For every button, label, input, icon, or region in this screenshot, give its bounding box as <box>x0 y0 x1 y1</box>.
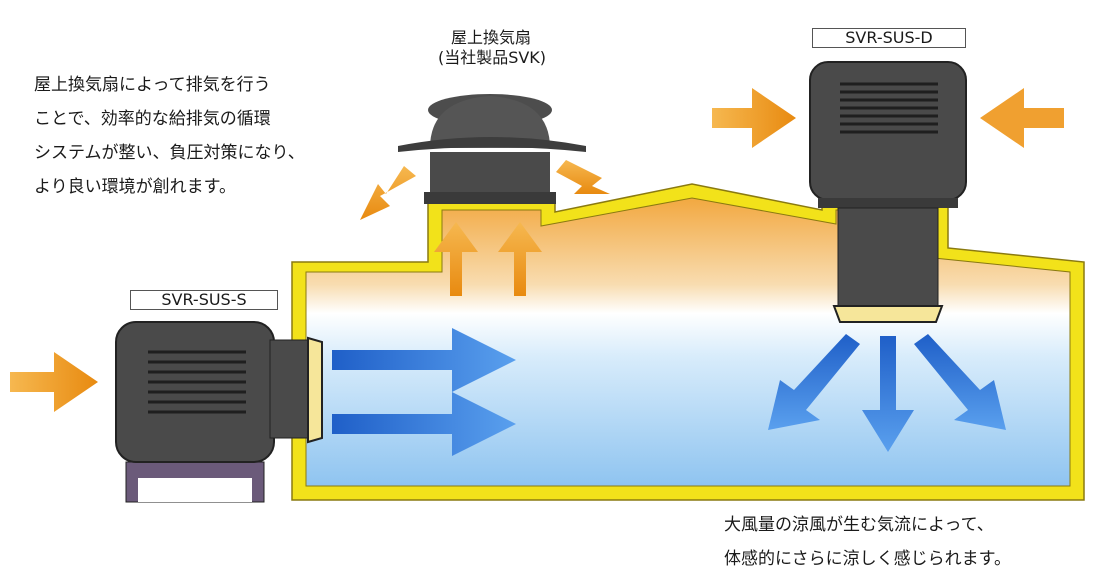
exhaust-arrow-right <box>556 160 610 194</box>
rising-arrow-2 <box>498 222 542 296</box>
flow-arrow-down-right <box>914 334 1006 430</box>
caption-line: 大風量の涼風が生む気流によって、 <box>724 515 994 535</box>
intake-arrow-s <box>10 352 98 412</box>
fan-unit-d <box>809 61 967 323</box>
description-line: システムが整い、負圧対策になり、 <box>34 143 305 163</box>
warm-arrows <box>360 160 610 296</box>
fan-unit-s <box>115 321 323 503</box>
intake-arrow-right-d <box>980 88 1064 148</box>
flow-arrow-down <box>862 336 914 452</box>
description-line: ことで、効率的な給排気の循環 <box>34 109 271 129</box>
description-line: より良い環境が創れます。 <box>34 177 236 197</box>
cool-arrows <box>332 328 1006 456</box>
roof-fan-name: 屋上換気扇 <box>450 28 531 47</box>
exhaust-arrow-left <box>360 166 416 220</box>
roof-fan-svk <box>398 94 586 204</box>
fan-s-label: SVR-SUS-S <box>130 290 278 310</box>
building-interior <box>305 197 1071 487</box>
intake-arrow-left-d <box>712 88 796 148</box>
flow-arrow-down-left <box>768 334 860 430</box>
flow-arrow-horizontal-2 <box>332 392 516 456</box>
roof-fan-product: (当社製品SVK) <box>437 48 547 67</box>
fan-d-label: SVR-SUS-D <box>812 28 966 48</box>
description-line: 屋上換気扇によって排気を行う <box>34 75 271 95</box>
caption-line: 体感的にさらに涼しく感じられます。 <box>724 549 1011 569</box>
flow-arrow-horizontal-1 <box>332 328 516 392</box>
rising-arrow-1 <box>434 222 478 296</box>
